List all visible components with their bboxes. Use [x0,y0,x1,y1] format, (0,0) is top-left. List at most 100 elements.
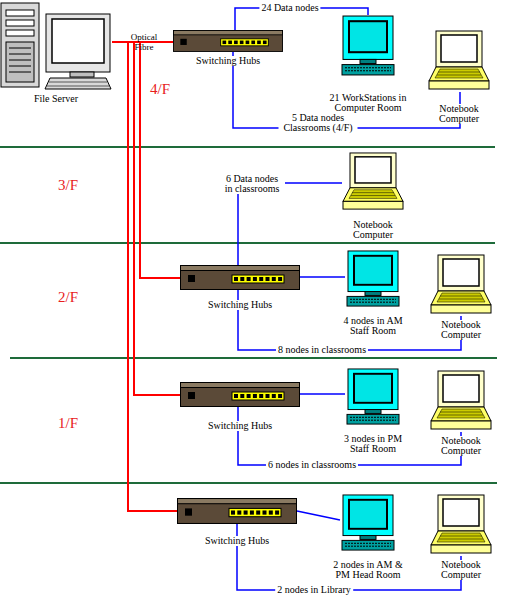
workstation-icon [340,15,396,77]
switching-hub-icon-part [263,41,267,45]
floor-label: 2/F [58,289,78,305]
notebook-icon-part [429,67,489,81]
switching-hub-icon-part [250,510,254,514]
node-label: 4 nodes in AM Staff Room [338,316,408,336]
switching-hub-icon-part [244,510,248,514]
workstation-node: 21 WorkStations in Computer Room [340,15,396,77]
data-link [300,393,345,395]
notebook-icon-part [439,539,483,540]
notebook-icon-part [437,75,481,76]
workstation-icon-part [342,65,394,75]
switching-hub-icon-part [253,277,257,281]
notebook-node: Notebook Computer [430,370,492,432]
workstation-icon-part [345,543,391,544]
switching-hub-icon-part [240,277,244,281]
switching-hub-icon-part [266,277,270,281]
data-link [300,276,345,278]
node-label: Switching Hubs [205,536,269,546]
switching-hub-icon-part [231,510,235,514]
notebook-icon-part [437,533,485,542]
workstation-icon-part [365,410,381,414]
switching-hub-icon-part [228,41,232,45]
floor-divider [0,482,497,484]
workstation-icon-part [350,417,396,418]
notebook-icon [342,152,404,212]
fibre-link [112,42,177,511]
node-label: Notebook Computer [436,320,486,340]
workstation-node: 2 nodes in AM & PM Head Room [340,494,396,552]
notebook-icon-part [431,291,491,305]
floor-divider [0,146,495,148]
workstation-node: 3 nodes in PM Staff Room [345,368,401,426]
switching-hub-icon-part [247,277,251,281]
workstation-icon-part [342,540,394,550]
fibre-link [112,42,180,278]
switching-hub-icon-part [256,510,260,514]
workstation-icon-part [350,420,396,421]
notebook-node: Notebook Computer [428,30,490,92]
workstation-icon-part [354,374,392,403]
switching-hub-icon-part [266,394,270,398]
notebook-icon-part [355,157,391,183]
switching-hub-icon-part [246,41,250,45]
notebook-icon-part [431,545,491,553]
switching-hub-icon [173,30,283,52]
file-server-icon-part [9,54,31,55]
switching-hub-node: Switching Hubs [180,265,300,290]
switching-hub-icon-part [275,510,279,514]
node-label: Notebook Computer [436,560,486,580]
notebook-icon-part [436,31,482,67]
switching-hub-icon [180,382,300,407]
workstation-icon [340,494,396,552]
switching-hub-icon-part [237,510,241,514]
switching-hub-icon [180,265,300,290]
notebook-icon-part [352,192,394,193]
workstation-icon-part [345,70,391,71]
switching-hub-icon-part [221,39,269,46]
switching-hub-icon-part [229,508,281,516]
file-server-icon-part [46,14,110,72]
notebook-node: Notebook Computer [342,152,404,212]
notebook-icon [430,254,492,316]
notebook-node: Notebook Computer [430,254,492,316]
file-server-icon-part [9,60,31,61]
notebook-icon-part [440,536,482,537]
fibre-link [112,42,180,395]
file-server-icon-part [1,3,39,87]
node-label: Switching Hubs [208,421,272,431]
file-server-icon-part [70,72,94,77]
floor-label: 4/F [150,81,170,97]
switching-hub-node: Switching Hubs [180,382,300,407]
workstation-icon-part [347,414,399,424]
switching-hub-icon-part [234,277,238,281]
link-label: 8 nodes in classrooms [276,345,368,355]
file-server-icon-part [9,48,31,49]
switching-hub-icon-part [185,508,192,515]
notebook-icon-part [438,495,484,531]
node-label: Notebook Computer [348,220,398,240]
switching-hub-icon-part [188,275,195,282]
switching-hub-node: Switching Hubs [173,30,283,52]
workstation-icon-part [347,296,399,306]
file-server-icon [0,2,112,90]
node-label: File Server [34,94,78,104]
switching-hub-icon-part [178,499,297,524]
switching-hub-icon-part [272,394,276,398]
switching-hub-icon-part [253,394,257,398]
switching-hub-icon-part [223,41,227,45]
node-label: 2 nodes in AM & PM Head Room [326,560,411,580]
file-server-icon-part [6,10,34,16]
switching-hub-icon-part [259,277,263,281]
notebook-icon-part [343,201,403,209]
switching-hub-icon-part [181,266,300,271]
switching-hub-icon-part [240,394,244,398]
node-label: Notebook Computer [434,104,484,124]
node-label: 21 WorkStations in Computer Room [318,93,418,113]
switching-hub-icon-part [259,394,263,398]
notebook-icon-part [431,531,491,545]
node-label: Switching Hubs [208,300,272,310]
notebook-icon [430,494,492,556]
file-server-icon-part [49,82,107,83]
workstation-icon-part [343,16,393,59]
notebook-icon-part [440,296,482,297]
